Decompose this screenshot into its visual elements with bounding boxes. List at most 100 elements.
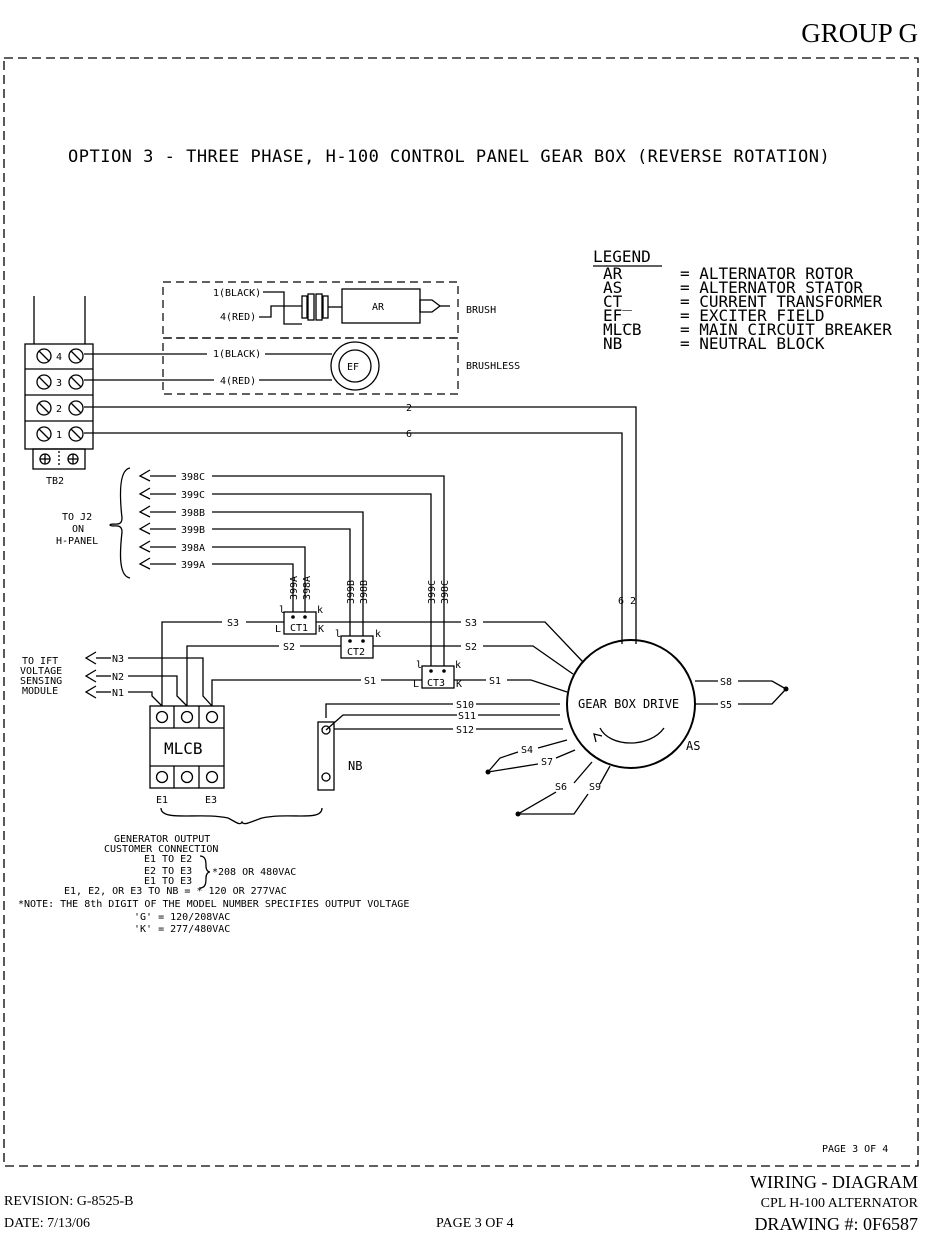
wire-segment — [517, 791, 557, 815]
diagram-label: S6 — [555, 782, 567, 793]
wire-segment — [321, 772, 331, 782]
wire-segment — [259, 305, 302, 318]
wire-segment — [68, 426, 84, 442]
wire-segment — [36, 348, 52, 364]
diagram-label: S2 — [283, 642, 295, 653]
diagram-label: 398B — [181, 508, 205, 519]
diagram-label: = EXCITER FIELD — [680, 306, 825, 325]
diagram-label: N2 — [112, 672, 124, 683]
wire-segment — [325, 714, 457, 731]
wire-segment — [212, 493, 432, 666]
diagram-label: l — [416, 660, 422, 671]
diagram-label: 4(RED) — [220, 312, 256, 323]
diagram-label: K — [318, 624, 324, 635]
ct3: CT3 L K l k — [413, 660, 462, 690]
wire-segment — [483, 645, 574, 675]
wire-segment — [599, 727, 665, 744]
wire-segment — [507, 679, 568, 693]
wire-segment — [32, 448, 86, 470]
wire-segment — [211, 679, 361, 706]
wire-segment — [84, 651, 97, 665]
wire-segment — [205, 770, 219, 784]
diagram-label: 398B — [359, 580, 370, 604]
wire-segment — [301, 295, 308, 319]
diagram-label: S7 — [541, 757, 553, 768]
wire-segment — [303, 615, 307, 619]
diagram-label: GENERATOR OUTPUT — [114, 834, 210, 845]
wire-segment — [483, 621, 584, 663]
wire-segment — [38, 428, 50, 440]
diagram-label: L — [275, 624, 281, 635]
wire-segment — [573, 761, 593, 784]
diagram-label: AR — [603, 264, 623, 283]
wire-segment — [138, 557, 151, 570]
wire-segment — [738, 688, 787, 705]
diagram-label: = CURRENT TRANSFORMER — [680, 292, 883, 311]
diagram-label: AS — [603, 278, 622, 297]
nb-label: NB — [348, 759, 362, 773]
wire-segment — [738, 680, 787, 690]
j2-harness: TO J2 ON H-PANEL 398C 399C 398B 399B 398… — [56, 467, 445, 666]
diagram-label: 1(BLACK) — [213, 288, 261, 299]
revision: REVISION: G-8525-B — [4, 1194, 134, 1209]
wire-segment — [205, 710, 219, 724]
diagram-label: = ALTERNATOR STATOR — [680, 278, 863, 297]
diagram-label: S10 — [456, 700, 474, 711]
wire-segment — [38, 376, 50, 388]
diagram-label: S2 — [465, 642, 477, 653]
wire-segment — [321, 725, 331, 735]
diagram-label: 2 — [56, 404, 62, 415]
as-label: AS — [686, 739, 700, 753]
wire-segment — [212, 475, 445, 666]
wire-segment — [160, 807, 323, 825]
ift-sensing: TO IFT VOLTAGE SENSING MODULE N3 N2 N1 — [20, 651, 213, 707]
wire-segment — [212, 528, 351, 636]
ef-label: EF — [347, 362, 359, 373]
wire-segment — [149, 705, 225, 789]
wire-segment — [322, 295, 329, 319]
wire-segment — [128, 675, 188, 707]
group-heading: GROUP G — [801, 18, 918, 48]
diagram-label: L — [413, 679, 419, 690]
legend-heading: LEGEND — [593, 247, 651, 266]
diagram-label: l — [279, 605, 285, 616]
diagram-label: 399C — [181, 490, 205, 501]
diagram-label: 'K' = 277/480VAC — [134, 924, 230, 935]
wire-segment — [155, 710, 169, 724]
diagram-label: 398C — [440, 580, 451, 604]
wire-segment — [138, 487, 151, 500]
brush-box: 1(BLACK) 4(RED) AR BRUSH — [162, 281, 496, 339]
wire-segment — [38, 350, 50, 362]
diagram-label: S11 — [458, 711, 476, 722]
diagram-label: 'G' = 120/208VAC — [134, 912, 230, 923]
wire-segment — [555, 749, 576, 759]
diagram-label: CT2 — [347, 647, 365, 658]
diagram-label: MODULE — [22, 686, 58, 697]
wire-segment — [138, 505, 151, 518]
wire-segment — [537, 739, 568, 749]
wire-segment — [128, 657, 213, 707]
ct2: CT2 l k — [335, 629, 381, 659]
wire-segment — [68, 400, 84, 416]
wire-segment — [419, 299, 442, 313]
diagram-label: N3 — [112, 654, 124, 665]
diagram-label: S5 — [720, 700, 732, 711]
diagram-label: VOLTAGE — [20, 666, 62, 677]
wire-segment — [138, 522, 151, 535]
diagram-label: 6 2 — [618, 596, 636, 607]
wire-segment — [518, 793, 589, 815]
wire-segment — [348, 639, 352, 643]
wire-segment — [70, 376, 82, 388]
wire-segment — [186, 645, 279, 706]
diagram-label: 1(BLACK) — [213, 349, 261, 360]
diagram-label: H-PANEL — [56, 536, 98, 547]
gear-box-drive-label: GEAR BOX DRIVE — [578, 697, 679, 711]
wire-segment — [487, 763, 539, 773]
diagram-label: TO J2 — [62, 512, 92, 523]
diagram-label: 1 — [56, 430, 62, 441]
ar-label: AR — [372, 302, 385, 313]
diagram-label: MLCB — [603, 320, 642, 339]
wire-segment — [307, 293, 315, 321]
diagram-title: OPTION 3 - THREE PHASE, H-100 CONTROL PA… — [68, 147, 830, 167]
wire-segment — [70, 402, 82, 414]
